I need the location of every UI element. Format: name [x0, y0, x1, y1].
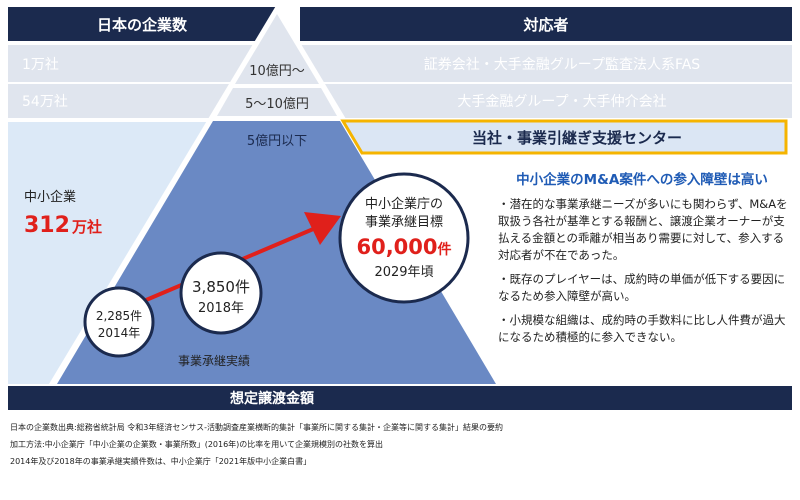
pyramid-tier-2	[217, 88, 337, 116]
point-2014-value: 2,285件	[96, 309, 142, 323]
row-2-count: 54万社	[22, 94, 68, 110]
point-2018-value: 3,850件	[192, 278, 250, 296]
header-left-title: 日本の企業数	[97, 16, 188, 34]
pyramid-tier-1	[235, 14, 319, 84]
bubble-2014	[83, 286, 155, 358]
bubble-2018	[179, 251, 263, 335]
row-3-responder: 当社・事業引継ぎ支援センター	[472, 129, 682, 147]
header-right-title: 対応者	[522, 16, 568, 34]
footer-line-2: 加工方法:中小企業庁「中小企業の企業数・事業所数」(2016年)の比率を用いて企…	[10, 440, 384, 449]
point-2014-year: 2014年	[98, 326, 141, 340]
barrier-notes: ・潜在的な事業承継ニーズが多いにも関わらず、M&Aを取扱う各社が基準とする報酬と…	[498, 196, 790, 353]
band-row-1	[8, 45, 792, 82]
header-right-bar	[300, 7, 792, 41]
row-1-count: 1万社	[22, 57, 59, 73]
pyramid-base	[57, 121, 496, 384]
row-1-responder: 証券会社・大手金融グループ監査法人系FAS	[424, 56, 701, 73]
footer-line-3: 2014年及び2018年の事業承継実績件数は、中小企業庁「2021年版中小企業白…	[10, 457, 312, 466]
row-3-amount: 5億円以下	[247, 133, 307, 149]
target-line-1: 中小企業庁の	[365, 196, 443, 212]
bubble-target	[338, 172, 470, 304]
point-2018-year: 2018年	[198, 301, 244, 316]
barrier-bullet-2: ・既存のプレイヤーは、成約時の単価が低下する要因になるため参入障壁が高い。	[498, 272, 786, 303]
target-line-2: 事業承継目標	[365, 214, 443, 230]
responder-highlight-box	[340, 119, 788, 155]
footer-line-1: 日本の企業数出典:総務省統計局 令和3年経済センサス-活動調査産業横断的集計「事…	[10, 423, 504, 432]
barrier-bullet-3: ・小規模な組織は、成約時の手数料に比し人件費が過大になるため積極的に参入できない…	[498, 313, 786, 344]
results-label: 事業承継実績	[178, 353, 250, 368]
bottom-bar-label: 想定譲渡金額	[229, 390, 314, 407]
row-2-responder: 大手金融グループ・大手仲介会社	[457, 94, 666, 110]
target-number: 60,000	[356, 235, 437, 259]
sme-label: 中小企業	[24, 189, 76, 205]
target-unit: 件	[438, 241, 452, 258]
barrier-title: 中小企業のM&A案件への参入障壁は高い	[516, 171, 768, 188]
sme-count-unit: 万社	[71, 218, 102, 236]
target-value: 60,000件	[356, 235, 451, 259]
band-row-2	[8, 84, 792, 118]
arrow-up-right-icon	[304, 212, 341, 245]
header-left-bar	[8, 7, 276, 41]
barrier-bullet-1: ・潜在的な事業承継ニーズが多いにも関わらず、M&Aを取扱う各社が基準とする報酬と…	[498, 197, 788, 262]
sme-count-number: 312	[24, 213, 70, 238]
row-1-amount: 10億円～	[249, 63, 305, 79]
target-year: 2029年頃	[374, 265, 433, 280]
row-2-amount: 5～10億円	[245, 96, 309, 112]
source-footer: 日本の企業数出典:総務省統計局 令和3年経済センサス-活動調査産業横断的集計「事…	[10, 419, 795, 470]
bottom-bar	[8, 386, 792, 410]
